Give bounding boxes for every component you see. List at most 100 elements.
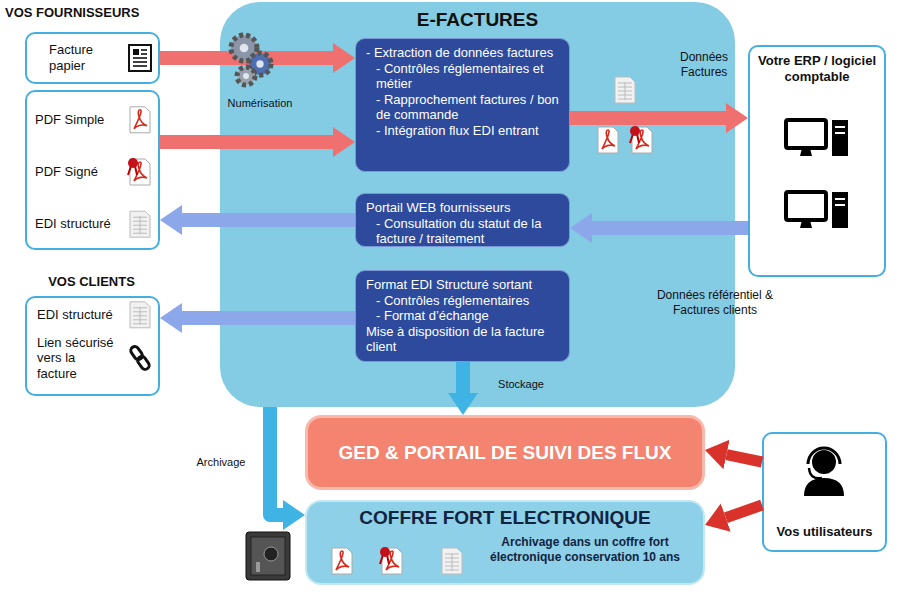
node-title: Facture papier <box>49 42 118 73</box>
grid-line <box>452 553 453 571</box>
seal <box>128 158 138 168</box>
newspaper-line <box>141 49 147 51</box>
node-title: PDF Simple <box>35 112 118 128</box>
group-heading: VOS FOURNISSEURS <box>5 5 205 21</box>
node-title: Vos utilisateurs <box>768 524 881 540</box>
process-box: Portail WEB fournisseurs- Consultation d… <box>355 193 570 247</box>
tower-slot <box>835 204 845 206</box>
monitor-stand <box>800 148 812 156</box>
pdf-icon <box>332 548 352 574</box>
flow-arrow <box>182 311 355 325</box>
newspaper-line <box>133 65 147 67</box>
process-box: Format EDI Structuré sortant- Contrôles … <box>355 270 570 362</box>
edge-label: Archivage <box>190 456 252 470</box>
safe-body <box>246 532 290 580</box>
paper-icon <box>129 45 151 71</box>
node-text: Archivage dans un coffre fort électroniq… <box>475 535 695 565</box>
user-icon <box>804 448 844 496</box>
newspaper-line <box>133 57 147 59</box>
edi-icon <box>442 548 462 574</box>
tower-slot <box>835 198 845 200</box>
chain-link <box>136 355 151 371</box>
head <box>812 450 836 474</box>
flow-arrow <box>270 407 283 515</box>
safe-handle <box>256 562 260 572</box>
edi-icon <box>615 77 635 103</box>
safe-dial <box>264 547 278 561</box>
node-text: EDI structuré <box>35 216 118 232</box>
gear-hub <box>256 60 263 67</box>
edi-icon <box>130 211 150 237</box>
node-title: Portail WEB fournisseurs <box>366 200 559 216</box>
node-text: - Consultation du statut de la facture /… <box>366 216 559 247</box>
erp-box: Votre ERP / logiciel comptable <box>748 45 886 277</box>
document-sheet <box>442 548 462 574</box>
node-text: - Rapprochement factures / bon de comman… <box>366 92 559 123</box>
grid-line <box>625 82 626 100</box>
pc-icon <box>786 120 848 156</box>
grid-line <box>140 307 141 325</box>
document-sheet <box>332 548 352 574</box>
headset <box>808 448 840 464</box>
process-box: - Extraction de données factures- Contrô… <box>355 38 570 172</box>
pdfs-icon <box>380 547 402 574</box>
node-text: - Contrôles réglementaires et métier <box>366 61 559 92</box>
pdfs-icon <box>128 158 150 185</box>
monitor-stand <box>800 220 812 228</box>
node-title: VOS CLIENTS <box>27 274 156 289</box>
gear <box>237 67 255 85</box>
document-sheet <box>130 107 150 133</box>
monitor <box>786 120 826 148</box>
edge-label: Données Factures <box>664 50 744 80</box>
pdfs-icon <box>630 126 652 153</box>
gear-hub <box>240 44 249 53</box>
body <box>804 478 844 496</box>
pc-icon <box>786 192 848 228</box>
vault-band: COFFRE FORT ELECTRONIQUE Archivage dans u… <box>305 500 705 585</box>
flow-arrow <box>727 455 762 462</box>
acrobat-mark <box>336 551 349 570</box>
step-label: Numérisation <box>215 97 305 111</box>
newspaper-photo <box>133 49 139 55</box>
newspaper-line <box>141 53 147 55</box>
document-sheet <box>130 211 150 237</box>
edi-icon <box>130 302 150 328</box>
node-text: PDF Signé <box>35 164 118 180</box>
node-text: Mise à disposition de la facture client <box>366 324 559 355</box>
monitor <box>786 192 826 220</box>
grid-line <box>140 216 141 234</box>
document-sheet <box>598 127 618 153</box>
tower-slot <box>835 132 845 134</box>
seal <box>630 126 640 136</box>
seal <box>380 547 390 557</box>
node-title: E-FACTURES <box>220 2 735 31</box>
node-title: Format EDI Structuré sortant <box>366 277 559 293</box>
flow-arrow <box>570 111 726 125</box>
node-text: EDI structuré <box>37 307 118 323</box>
tower <box>832 120 848 156</box>
flow-arrow <box>456 362 470 393</box>
ged-band: GED & PORTAIL DE SUIVI DES FLUX <box>305 415 705 490</box>
newspaper <box>129 45 151 71</box>
gear-hub <box>243 73 249 79</box>
node-title: COFFRE FORT ELECTRONIQUE <box>315 507 695 529</box>
gears-icon <box>231 35 271 85</box>
flow-arrow <box>182 213 355 227</box>
microphone <box>809 468 822 478</box>
node-title: - Extraction de données factures <box>366 45 559 61</box>
safe-door <box>251 537 285 575</box>
pdf-icon <box>130 107 150 133</box>
flow-arrow <box>726 505 762 518</box>
node-text: Lien sécurisé vers la facture <box>37 335 118 382</box>
safe-icon <box>246 532 290 580</box>
flow-arrow <box>160 135 333 149</box>
node-text: - Intégration flux EDI entrant <box>366 123 559 139</box>
pdf-icon <box>598 127 618 153</box>
acrobat-mark <box>602 130 615 149</box>
edge-label: Stockage <box>486 378 556 392</box>
tower-slot <box>835 126 845 128</box>
acrobat-mark <box>134 110 147 129</box>
document-sheet <box>130 302 150 328</box>
tower <box>832 192 848 228</box>
flow-arrow <box>592 221 748 235</box>
